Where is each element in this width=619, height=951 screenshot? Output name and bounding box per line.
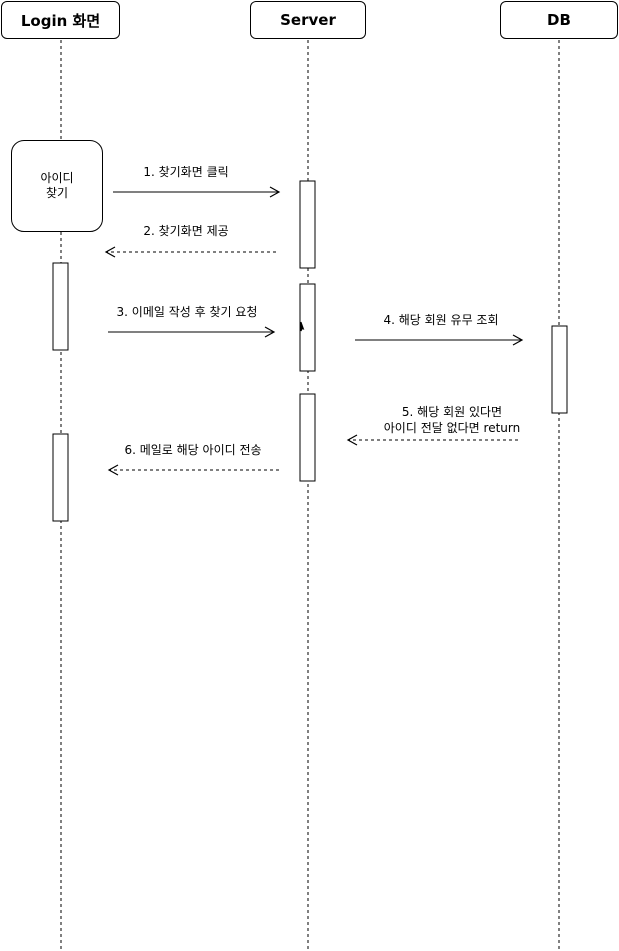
activation-server-2 bbox=[299, 283, 316, 372]
participant-db: DB bbox=[500, 1, 618, 39]
cursor-icon bbox=[300, 321, 305, 332]
actor-label-line1: 아이디 bbox=[40, 171, 74, 185]
participant-login-label: Login 화면 bbox=[20, 11, 101, 30]
participant-server-label: Server bbox=[280, 11, 336, 29]
participant-server: Server bbox=[250, 1, 366, 39]
activation-db-1 bbox=[551, 325, 568, 414]
activation-server-1 bbox=[299, 180, 316, 269]
message-5-label-line2: 아이디 전달 없다면 return bbox=[383, 421, 521, 435]
participant-login: Login 화면 bbox=[1, 1, 120, 39]
message-3-label: 3. 이메일 작성 후 찾기 요청 bbox=[116, 305, 258, 319]
actor-find-id: 아이디 찾기 bbox=[11, 140, 103, 232]
actor-label-line2: 찾기 bbox=[45, 186, 69, 200]
message-5-label-line1: 5. 해당 회원 있다면 bbox=[401, 405, 503, 419]
activation-login-1 bbox=[52, 262, 69, 351]
message-1-label: 1. 찾기화면 클릭 bbox=[143, 165, 229, 179]
message-4-label: 4. 해당 회원 유무 조회 bbox=[383, 313, 499, 327]
message-6-label: 6. 메일로 해당 아이디 전송 bbox=[124, 443, 262, 457]
message-2-label: 2. 찾기화면 제공 bbox=[143, 224, 229, 238]
participant-db-label: DB bbox=[547, 11, 571, 29]
activation-server-3 bbox=[299, 393, 316, 482]
activation-login-2 bbox=[52, 433, 69, 522]
